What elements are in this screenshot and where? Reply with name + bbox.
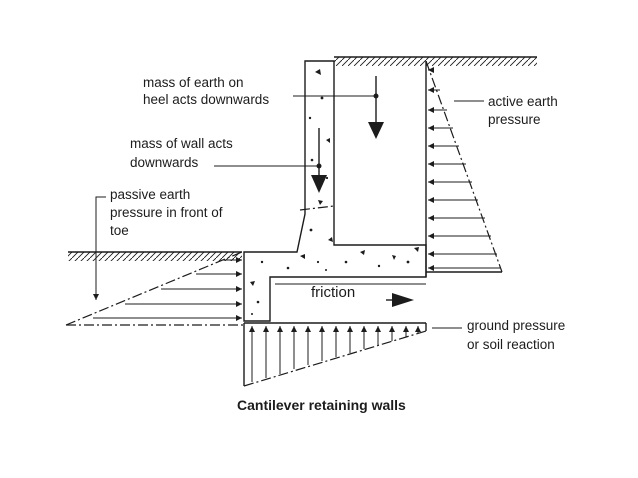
label-passive-3: toe <box>110 223 129 238</box>
diagram-caption: Cantilever retaining walls <box>237 397 406 413</box>
active-earth-pressure-diagram <box>425 60 503 277</box>
wall-weight-arrow <box>311 128 327 193</box>
ground-surface-left <box>68 251 242 261</box>
label-heel-mass-1: mass of earth on <box>143 75 244 90</box>
ground-surface-right <box>334 56 537 66</box>
friction-arrow <box>386 293 414 307</box>
label-ground-pressure-2: or soil reaction <box>467 337 555 352</box>
construction-joint <box>299 205 335 211</box>
label-wall-mass-1: mass of wall acts <box>130 136 233 151</box>
label-wall-mass-2: downwards <box>130 155 199 170</box>
label-heel-mass-2: heel acts downwards <box>143 92 269 107</box>
label-passive-2: pressure in front of <box>110 205 223 220</box>
label-active-1: active earth <box>488 94 558 109</box>
passive-pressure-arrows <box>93 257 242 321</box>
label-passive-1: passive earth <box>110 187 190 202</box>
cantilever-wall <box>243 60 427 322</box>
ground-pressure-arrows <box>249 326 421 382</box>
ground-pressure-diagram <box>243 322 427 387</box>
label-friction: friction <box>311 284 355 301</box>
concrete-aggregate <box>250 69 419 315</box>
active-pressure-arrows <box>428 67 501 271</box>
leader-lines <box>93 93 484 329</box>
label-ground-pressure-1: ground pressure <box>467 318 565 333</box>
heel-earth-weight-arrow <box>368 76 384 139</box>
passive-leader <box>93 196 106 300</box>
label-active-2: pressure <box>488 112 541 127</box>
passive-earth-pressure-diagram <box>65 251 244 326</box>
